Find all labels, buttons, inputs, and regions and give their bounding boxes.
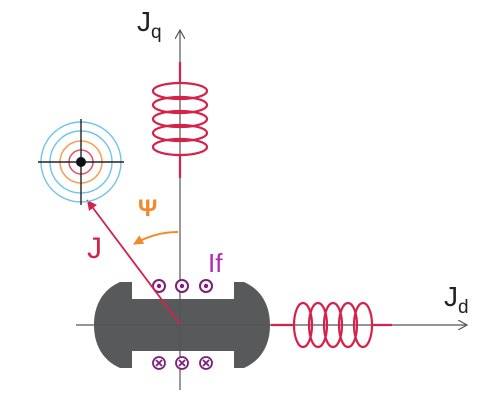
field-current-label: If <box>208 248 223 278</box>
d-axis-coil <box>271 301 392 349</box>
q-axis-coil <box>151 62 209 178</box>
angle-label: Ψ <box>138 195 157 222</box>
crosshair-target-icon <box>38 119 124 205</box>
circled-x-icon <box>152 356 166 370</box>
q-axis-label: Jq <box>137 6 162 43</box>
circled-dot-icon <box>152 279 166 293</box>
current-vector <box>86 199 181 325</box>
d-axis-label: Jd <box>444 281 469 318</box>
field-conductors-dot <box>152 279 213 293</box>
circled-dot-icon <box>175 279 189 293</box>
circled-x-icon <box>175 356 189 370</box>
angle-arc <box>133 231 179 245</box>
field-conductors-cross <box>152 356 213 370</box>
current-vector-label: J <box>87 232 102 265</box>
circled-dot-icon <box>199 279 213 293</box>
circled-x-icon <box>199 356 213 370</box>
